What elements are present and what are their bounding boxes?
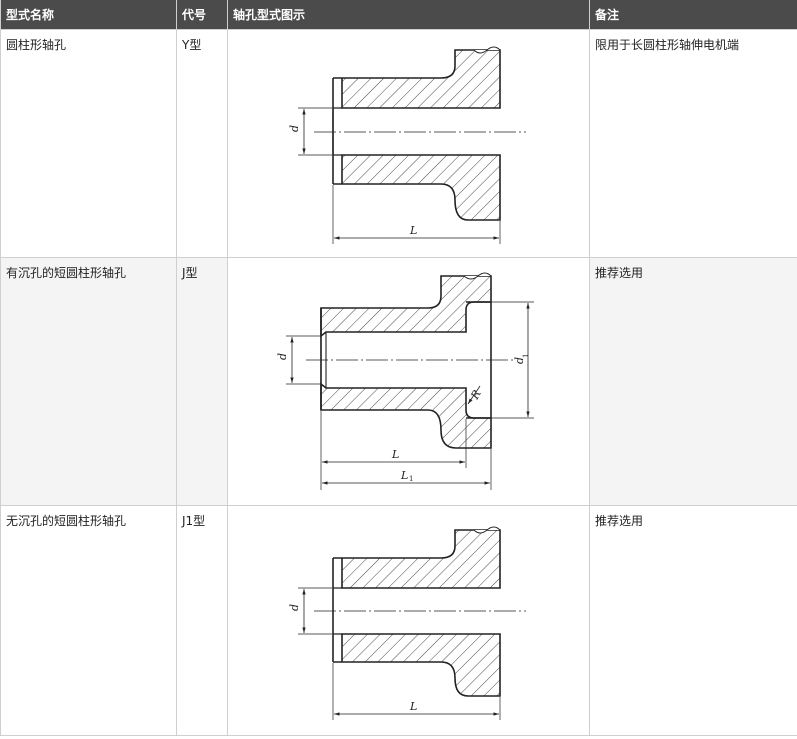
dim-L1-label: L <box>400 469 408 482</box>
remark-cell: 推荐选用 <box>589 505 797 736</box>
dim-d-label: d <box>288 125 301 132</box>
j-type-shaft-hole-drawing: d d 1 R L L 1 <box>276 272 534 490</box>
figure-cell: d L <box>227 505 590 736</box>
table-header-row: 型式名称 代号 轴孔型式图示 备注 <box>0 0 797 30</box>
dim-L-label: L <box>409 224 417 237</box>
table-row: 无沉孔的短圆柱形轴孔 J1型 d <box>0 505 797 736</box>
header-type-name: 型式名称 <box>0 0 177 30</box>
y-type-shaft-hole-drawing: d L <box>288 46 526 244</box>
dim-d-label: d <box>276 353 289 360</box>
type-name-cell: 无沉孔的短圆柱形轴孔 <box>0 505 177 736</box>
code-cell: J型 <box>176 257 228 506</box>
type-name-cell: 圆柱形轴孔 <box>0 29 177 258</box>
header-code: 代号 <box>176 0 228 30</box>
dim-d1-label: d <box>513 357 526 364</box>
j1-type-shaft-hole-drawing: d L <box>288 526 526 720</box>
remark-cell: 限用于长圆柱形轴伸电机端 <box>589 29 797 258</box>
code-cell: Y型 <box>176 29 228 258</box>
table-row: 有沉孔的短圆柱形轴孔 J型 d <box>0 257 797 506</box>
dim-d-label: d <box>288 604 301 611</box>
type-name-cell: 有沉孔的短圆柱形轴孔 <box>0 257 177 506</box>
header-figure: 轴孔型式图示 <box>227 0 590 30</box>
dim-d1-subscript: 1 <box>522 354 530 358</box>
dim-L-label: L <box>391 448 399 461</box>
remark-cell: 推荐选用 <box>589 257 797 506</box>
dim-L-label: L <box>409 700 417 713</box>
figure-cell: d d 1 R L L 1 <box>227 257 590 506</box>
code-cell: J1型 <box>176 505 228 736</box>
header-remark: 备注 <box>589 0 797 30</box>
dim-L1-subscript: 1 <box>409 475 413 483</box>
table-row: 圆柱形轴孔 Y型 d <box>0 29 797 258</box>
figure-cell: d L <box>227 29 590 258</box>
